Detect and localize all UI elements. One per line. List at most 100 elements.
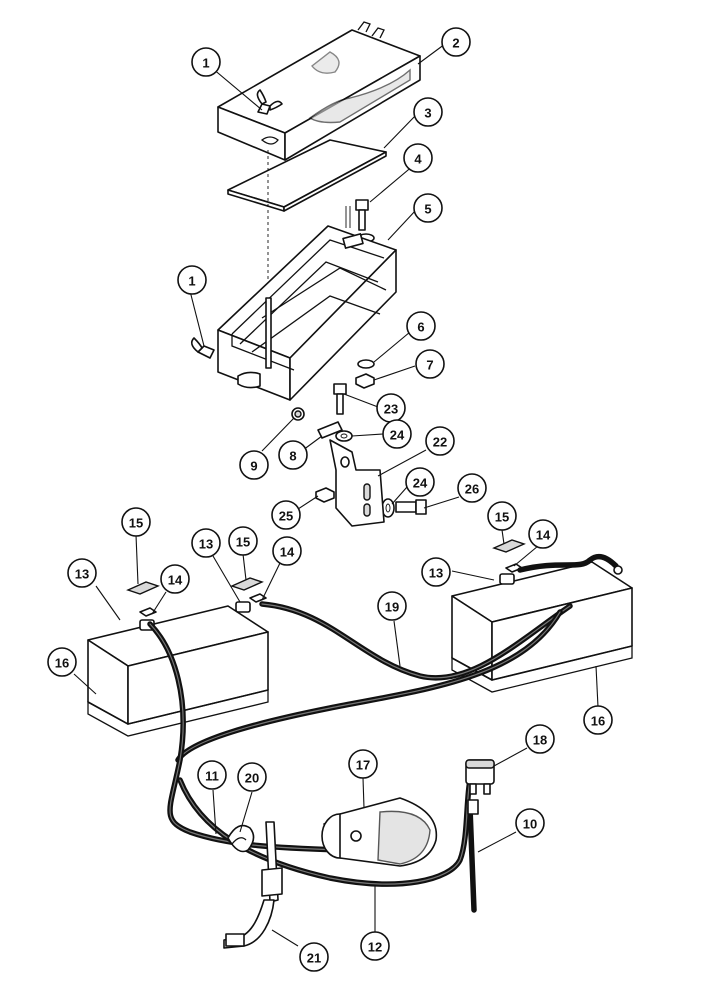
callout-5: 5 [413,193,443,223]
callout-circle [348,749,378,779]
callout-number: 21 [307,951,321,966]
callout-circle [47,647,77,677]
callout-12: 12 [360,931,390,961]
callout-15: 15 [228,526,258,556]
callout-number: 23 [384,402,398,417]
callout-circle [413,97,443,127]
callout-14: 14 [272,536,302,566]
cable-support-bracket [223,821,283,949]
callout-number: 13 [199,537,213,552]
callout-circle [406,311,436,341]
callout-4: 4 [403,143,433,173]
right-battery [451,539,633,693]
callout-number: 1 [188,274,195,289]
battery-switch [465,759,495,795]
callout-number: 6 [417,320,424,335]
callout-circle [425,426,455,456]
callout-circle [382,419,412,449]
callout-number: 20 [245,771,259,786]
mounting-hardware [291,359,427,518]
callout-number: 22 [433,435,447,450]
callout-8: 8 [278,440,308,470]
callout-circle [421,557,451,587]
callout-number: 24 [390,428,405,443]
callout-6: 6 [406,311,436,341]
callout-circle [272,536,302,566]
callout-number: 14 [536,528,551,543]
callout-14: 14 [160,564,190,594]
callout-13: 13 [191,528,221,558]
callout-number: 13 [75,567,89,582]
callout-number: 15 [495,510,509,525]
callout-26: 26 [457,473,487,503]
callout-number: 8 [289,449,296,464]
callout-circle [403,143,433,173]
callout-circle [278,440,308,470]
callout-circle [160,564,190,594]
callout-circle [525,724,555,754]
callout-14: 14 [528,519,558,549]
battery-cables [147,553,623,887]
callout-number: 14 [168,573,183,588]
callout-number: 16 [55,656,69,671]
callout-circle [413,193,443,223]
callout-circle [67,558,97,588]
callout-number: 2 [452,36,459,51]
callout-circle [197,760,227,790]
callout-circle [441,27,471,57]
callout-18: 18 [525,724,555,754]
starter-solenoid [321,797,438,867]
tray-support-bracket [329,439,385,527]
callout-number: 1 [202,56,209,71]
callout-number: 17 [356,758,370,773]
callout-circle [415,349,445,379]
callout-number: 10 [523,817,537,832]
callout-number: 25 [279,509,293,524]
callout-1: 1 [177,265,207,295]
callout-number: 4 [414,152,422,167]
callout-15: 15 [487,501,517,531]
battery-box-pad [227,139,387,212]
callout-circle [457,473,487,503]
callout-number: 14 [280,545,295,560]
callout-22: 22 [425,426,455,456]
callout-15: 15 [121,507,151,537]
callout-number: 15 [129,516,143,531]
callout-10: 10 [515,808,545,838]
ground-strap [467,799,479,913]
cable-clamp [227,824,255,853]
battery-box-cover [217,21,421,161]
callout-number: 13 [429,566,443,581]
callout-21: 21 [299,942,329,972]
callout-circle [405,467,435,497]
callout-number: 18 [533,733,547,748]
callout-17: 17 [348,749,378,779]
callout-23: 23 [376,393,406,423]
callout-19: 19 [377,591,407,621]
callout-number: 3 [424,106,431,121]
callout-13: 13 [421,557,451,587]
callout-1: 1 [191,47,221,77]
callout-circle [528,519,558,549]
callout-circle [487,501,517,531]
callout-circle [583,705,613,735]
leader-lines [73,43,599,947]
left-battery [87,577,269,737]
callout-2: 2 [441,27,471,57]
callout-number: 9 [250,459,257,474]
callout-24: 24 [405,467,435,497]
callout-number: 7 [426,358,433,373]
callout-number: 26 [465,482,479,497]
callout-circle [177,265,207,295]
callout-circle [121,507,151,537]
callout-number: 15 [236,535,250,550]
callout-circle [360,931,390,961]
callout-20: 20 [237,762,267,792]
callout-24: 24 [382,419,412,449]
callout-3: 3 [413,97,443,127]
callout-9: 9 [239,450,269,480]
callout-circle [237,762,267,792]
callout-number: 19 [385,600,399,615]
